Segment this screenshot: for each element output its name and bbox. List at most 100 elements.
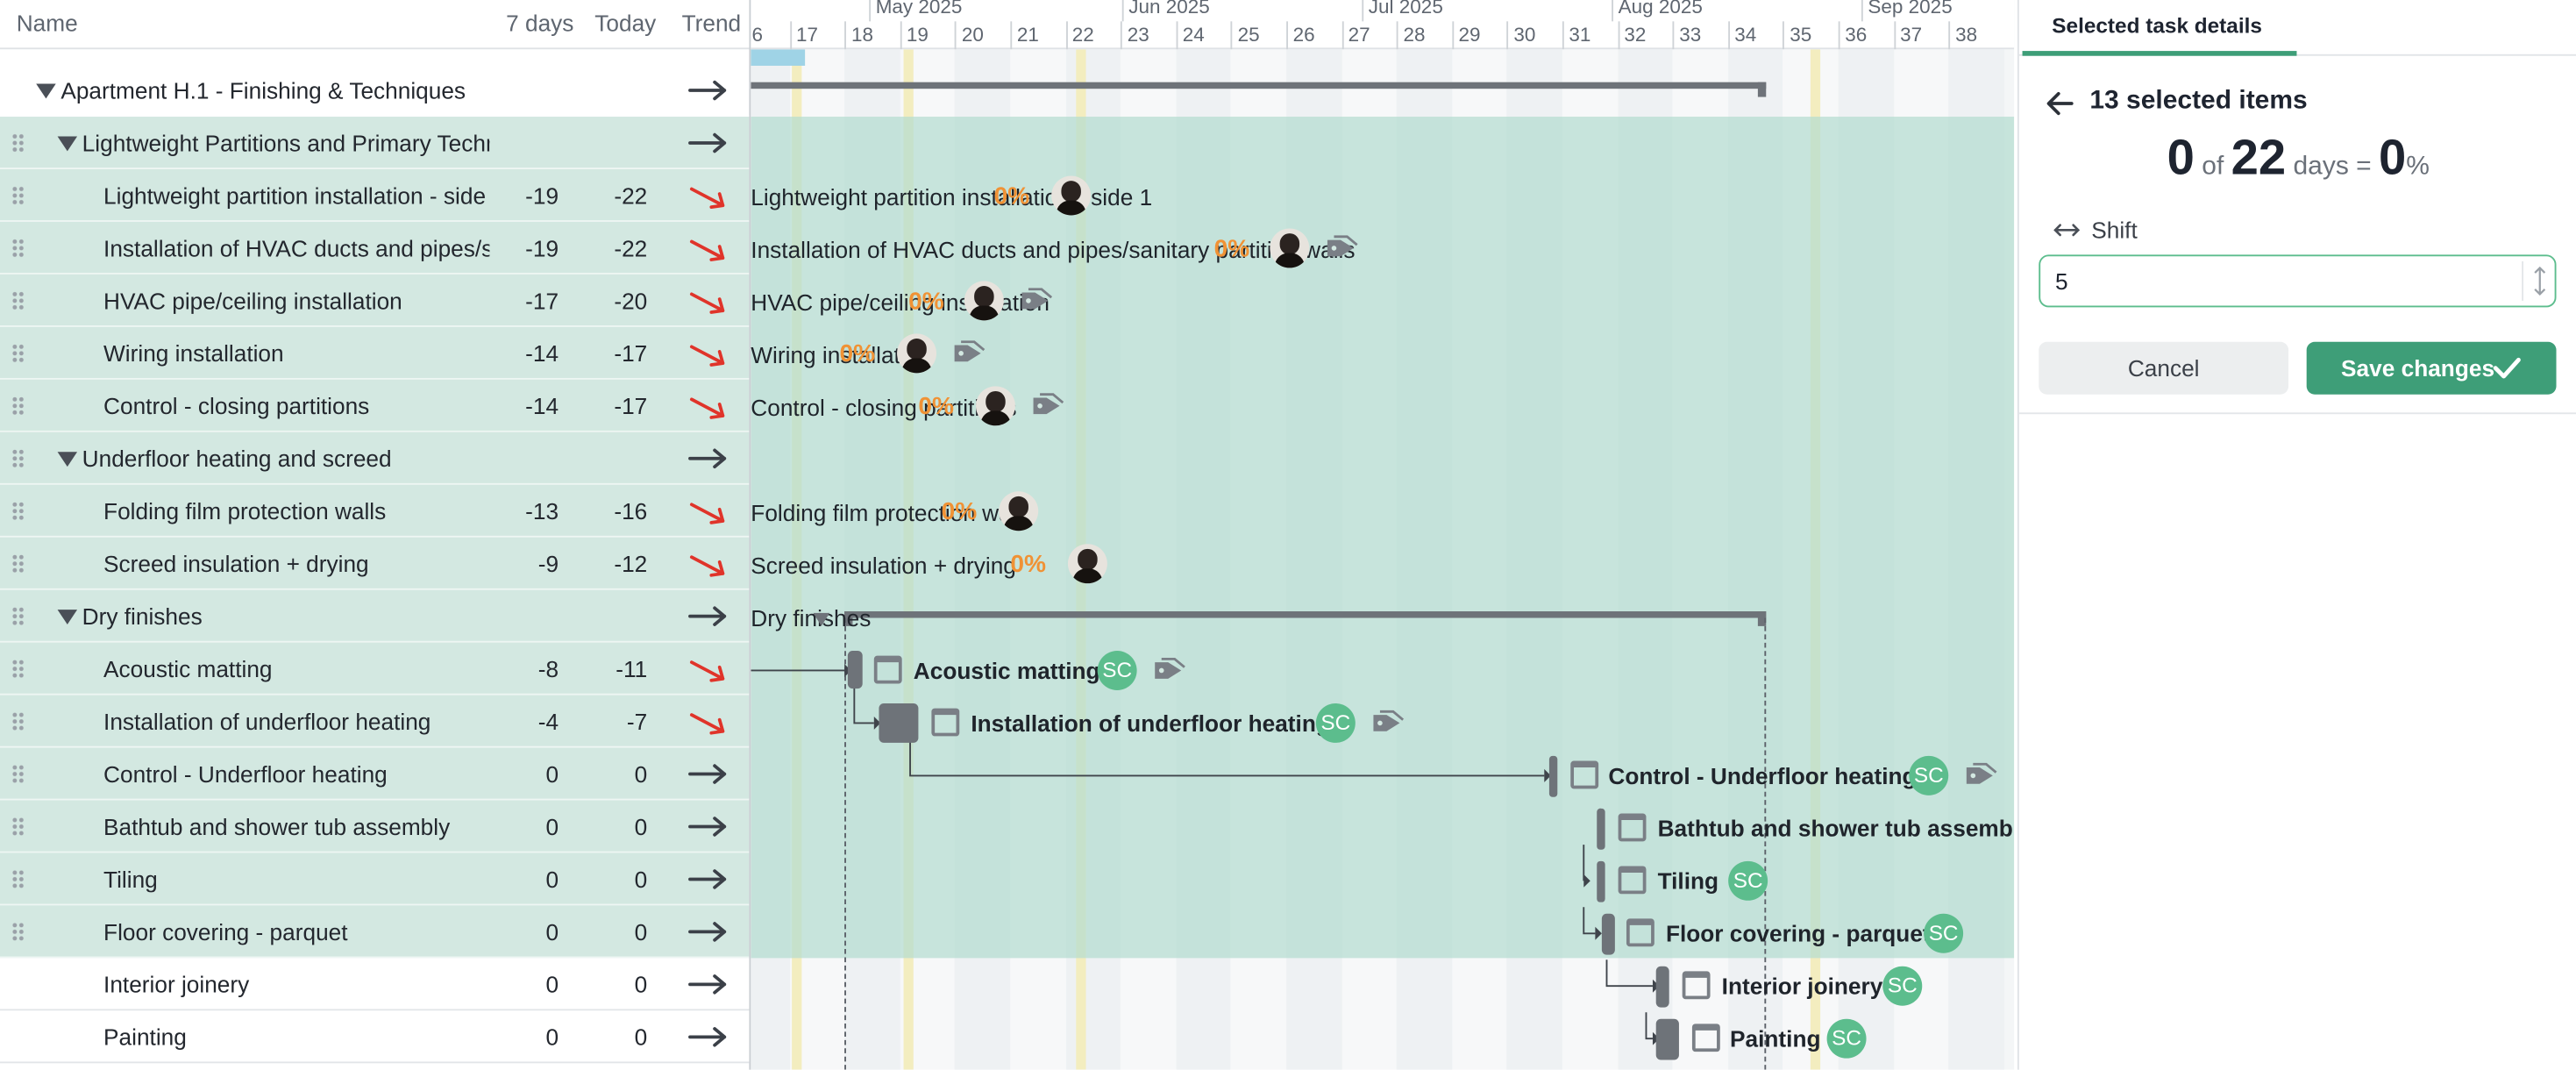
calendar-icon[interactable]: [873, 655, 902, 684]
task-label[interactable]: Bathtub and shower tub assembly: [1657, 815, 2015, 842]
drag-handle-icon[interactable]: [11, 132, 25, 153]
task-bar[interactable]: [879, 703, 919, 743]
back-arrow-icon[interactable]: [2046, 90, 2075, 117]
save-changes-button[interactable]: Save changes: [2306, 341, 2557, 395]
task-bar[interactable]: [1655, 1018, 1679, 1060]
assignee-badge[interactable]: SC: [1924, 913, 1964, 953]
drag-handle-icon[interactable]: [11, 659, 25, 679]
calendar-icon[interactable]: [1618, 813, 1647, 842]
header-name[interactable]: Name: [16, 10, 78, 37]
drag-handle-icon[interactable]: [11, 553, 25, 574]
calendar-icon[interactable]: [1682, 971, 1711, 1000]
assignee-badge[interactable]: SC: [1315, 703, 1356, 743]
table-row[interactable]: Underfloor heating and screed: [0, 432, 750, 485]
header-trend[interactable]: Trend: [681, 10, 742, 37]
calendar-icon[interactable]: [1570, 760, 1599, 789]
drag-handle-icon[interactable]: [11, 185, 25, 206]
tag-icon[interactable]: [1021, 288, 1053, 314]
table-row[interactable]: Control - closing partitions-14-17: [0, 379, 750, 432]
tag-icon[interactable]: [953, 340, 986, 367]
avatar[interactable]: [1067, 544, 1107, 584]
table-row[interactable]: Dry finishes: [0, 589, 750, 643]
task-bar[interactable]: [847, 650, 863, 689]
table-row[interactable]: Lightweight partition installation - sid…: [0, 168, 750, 222]
task-label[interactable]: Folding film protection walls: [751, 499, 1034, 526]
assignee-badge[interactable]: SC: [1909, 755, 1949, 795]
drag-handle-icon[interactable]: [11, 764, 25, 784]
drag-handle-icon[interactable]: [11, 396, 25, 417]
calendar-icon[interactable]: [1618, 866, 1647, 895]
calendar-icon[interactable]: [1691, 1024, 1720, 1052]
calendar-icon[interactable]: [1626, 918, 1654, 947]
table-row[interactable]: Installation of underfloor heating-4-7: [0, 695, 750, 748]
gantt-chart[interactable]: May 2025 Jun 2025 Jul 2025 Aug 2025 Sep …: [751, 0, 2015, 1070]
task-label[interactable]: Screed insulation + drying: [751, 552, 1016, 579]
cancel-button[interactable]: Cancel: [2039, 341, 2289, 395]
collapse-arrow-icon[interactable]: [36, 83, 56, 99]
summary-bar-dry-finishes[interactable]: [844, 611, 1767, 618]
table-row[interactable]: Apartment H.1 - Finishing & Techniques: [0, 64, 750, 118]
table-row[interactable]: Folding film protection walls-13-16: [0, 484, 750, 538]
task-label[interactable]: Painting: [1730, 1025, 1821, 1052]
assignee-badge[interactable]: SC: [1097, 650, 1137, 690]
header-7days[interactable]: 7 days: [506, 10, 574, 37]
drag-handle-icon[interactable]: [11, 817, 25, 837]
avatar[interactable]: [897, 333, 937, 374]
tag-icon[interactable]: [1326, 235, 1358, 261]
drag-handle-icon[interactable]: [11, 711, 25, 731]
calendar-icon[interactable]: [931, 708, 960, 737]
header-today[interactable]: Today: [594, 10, 657, 37]
tag-icon[interactable]: [1372, 710, 1405, 736]
task-label[interactable]: Installation of HVAC ducts and pipes/san…: [751, 236, 1356, 263]
drag-handle-icon[interactable]: [11, 448, 25, 469]
table-row[interactable]: Lightweight Partitions and Primary Techn…: [0, 117, 750, 169]
avatar[interactable]: [1270, 228, 1310, 268]
task-label[interactable]: Acoustic matting: [913, 657, 1100, 684]
task-label[interactable]: Floor covering - parquet: [1665, 920, 1931, 947]
drag-handle-icon[interactable]: [11, 869, 25, 889]
assignee-badge[interactable]: SC: [1826, 1018, 1867, 1059]
assignee-badge[interactable]: SC: [1882, 966, 1923, 1006]
tab-selected-task-details[interactable]: Selected task details: [2052, 12, 2262, 39]
shift-input[interactable]: 5: [2039, 254, 2557, 308]
avatar[interactable]: [1051, 175, 1092, 216]
collapse-arrow-icon[interactable]: [57, 452, 78, 467]
task-bar[interactable]: [1601, 913, 1615, 955]
milestone-bar[interactable]: [1597, 808, 1605, 850]
assignee-badge[interactable]: SC: [1728, 860, 1768, 901]
collapse-arrow-icon[interactable]: [813, 612, 830, 626]
tag-icon[interactable]: [1032, 393, 1064, 419]
summary-bar-apartment[interactable]: [751, 82, 1767, 89]
table-row[interactable]: Installation of HVAC ducts and pipes/san…: [0, 221, 750, 275]
task-label[interactable]: Installation of underfloor heating: [971, 710, 1330, 737]
task-bar[interactable]: [1655, 966, 1669, 1008]
drag-handle-icon[interactable]: [11, 922, 25, 942]
avatar[interactable]: [999, 491, 1039, 531]
task-label[interactable]: Control - Underfloor heating: [1608, 762, 1917, 789]
drag-handle-icon[interactable]: [11, 290, 25, 311]
table-row[interactable]: Acoustic matting-8-11: [0, 642, 750, 696]
drag-handle-icon[interactable]: [11, 606, 25, 626]
collapse-arrow-icon[interactable]: [57, 610, 78, 625]
task-label[interactable]: Interior joinery: [1721, 973, 1883, 1000]
collapse-arrow-icon[interactable]: [57, 136, 78, 152]
milestone-bar[interactable]: [1548, 755, 1558, 797]
table-row[interactable]: Screed insulation + drying-9-12: [0, 537, 750, 590]
drag-handle-icon[interactable]: [11, 343, 25, 364]
drag-handle-icon[interactable]: [11, 501, 25, 521]
avatar[interactable]: [964, 281, 1004, 321]
tag-icon[interactable]: [1965, 762, 1997, 788]
stepper-icon[interactable]: [2530, 265, 2550, 297]
avatar[interactable]: [975, 386, 1015, 426]
milestone-bar[interactable]: [1597, 860, 1605, 902]
table-row[interactable]: Wiring installation-14-17: [0, 326, 750, 380]
tag-icon[interactable]: [1153, 657, 1185, 683]
group-label[interactable]: Dry finishes: [751, 604, 872, 631]
task-label[interactable]: Tiling: [1657, 867, 1719, 895]
